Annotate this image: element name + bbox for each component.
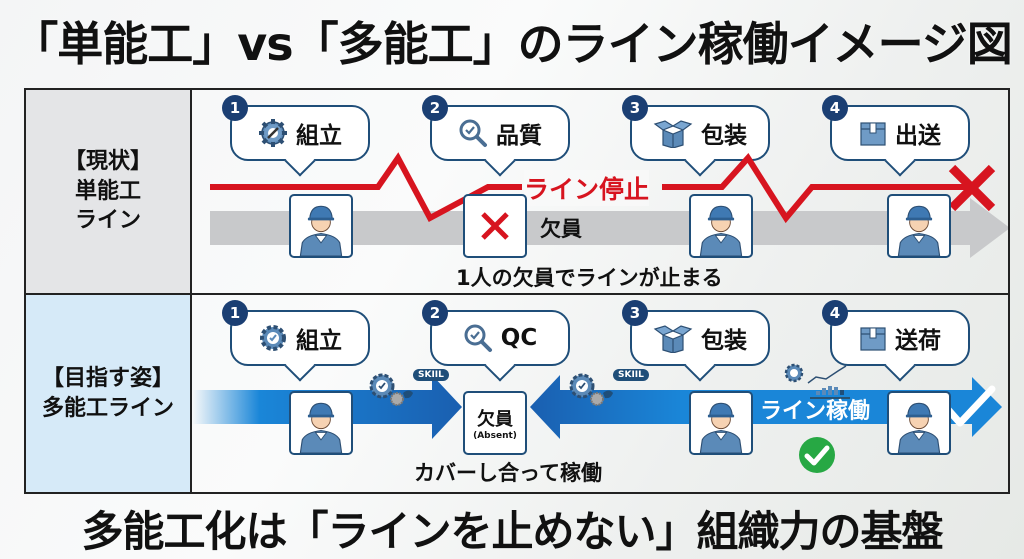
worker-icon [699,402,743,453]
step-label: 包装 [701,123,747,149]
worker-icon [299,402,343,453]
step-number: 2 [422,300,448,326]
gear-check-icon [260,325,286,351]
worker-icon [897,205,941,256]
skill-gears-icon [569,373,613,406]
skill-badge: SKIIL [613,369,649,381]
row-label-line: ライン [74,208,141,234]
step-bubble-packing: 3 包装 [622,95,770,161]
target-line-row: 【目指す姿】 多能工ライン [26,295,1008,492]
absent-label: 欠員 [540,217,582,241]
current-line-label: 【現状】 単能工 ライン [26,90,192,293]
step-bubble-qc: 2 QC [422,300,570,366]
step-number: 1 [222,300,248,326]
worker-shipment [887,391,951,455]
line-stop-label: ライン停止 [524,170,650,206]
absent-sublabel: (Absent) [473,431,517,441]
row-label-line: 【現状】 [63,148,152,174]
step-label: 包装 [701,328,747,354]
step-bubble-assembly: 1 組立 [222,300,370,366]
worker-icon [699,205,743,256]
row-label-line: 【目指す姿】 [41,365,174,391]
step-number: 3 [622,95,648,121]
current-line-row: 【現状】 単能工 ライン ライン停止 1 [26,90,1008,295]
worker-assembly [289,194,353,258]
productivity-growth-icon [784,363,850,399]
step-label: QC [500,325,538,351]
current-line-diagram: ライン停止 1 組立 2 品質 [192,90,1008,293]
page-title: 「単能工」vs「多能工」のライン稼働イメージ図 [12,17,1012,71]
worker-icon [299,205,343,256]
row-label-line: 単能工 [74,178,141,204]
absent-x-icon [481,212,509,240]
step-label: 送荷 [895,328,941,354]
step-bubble-assembly: 1 組立 [222,95,370,161]
step-label: 出送 [895,123,941,149]
comparison-table: 【現状】 単能工 ライン ライン停止 1 [24,88,1010,494]
step-label: 組立 [296,123,342,149]
stop-x-icon [948,164,996,212]
footer-message: 多能工化は「ラインを止めない」組織力の基盤 [81,507,943,556]
worker-packing [689,391,753,455]
worker-assembly [289,391,353,455]
current-line-caption: 1人の欠員でラインが止まる [456,266,723,290]
absent-worker-box [463,194,527,258]
magnifier-check-icon [464,324,492,352]
magnifier-check-icon [459,119,487,147]
step-number: 3 [622,300,648,326]
open-box-icon [653,325,693,353]
step-bubble-packing: 3 包装 [622,300,770,366]
open-box-icon [653,120,693,148]
step-number: 4 [822,95,848,121]
absent-worker-box: 欠員 (Absent) [463,391,527,455]
line-running-label: ライン稼働 [760,399,871,424]
ok-check-icon [799,437,835,473]
package-icon [860,327,886,351]
right-cover-arrow [530,375,682,439]
package-icon [860,122,886,146]
worker-icon [897,402,941,453]
step-bubble-shipment: 4 送荷 [822,300,970,366]
skill-gears-icon [369,373,413,406]
target-line-caption: カバーし合って稼働 [414,461,602,485]
step-number: 4 [822,300,848,326]
worker-shipping [887,194,951,258]
step-number: 2 [422,95,448,121]
step-bubble-shipping: 4 出送 [822,95,970,161]
step-label: 品質 [496,123,542,149]
step-number: 1 [222,95,248,121]
target-line-diagram: SKIIL SKIIL [192,295,1008,492]
row-label-line: 多能工ライン [41,395,174,421]
target-line-label: 【目指す姿】 多能工ライン [26,295,192,492]
step-label: 組立 [296,328,342,354]
step-bubble-quality: 2 品質 [422,95,570,161]
absent-label: 欠員 [477,409,513,430]
worker-packing [689,194,753,258]
line-stop-path [210,152,996,224]
gear-wrench-icon [259,119,287,147]
skill-badge: SKIIL [413,369,449,381]
